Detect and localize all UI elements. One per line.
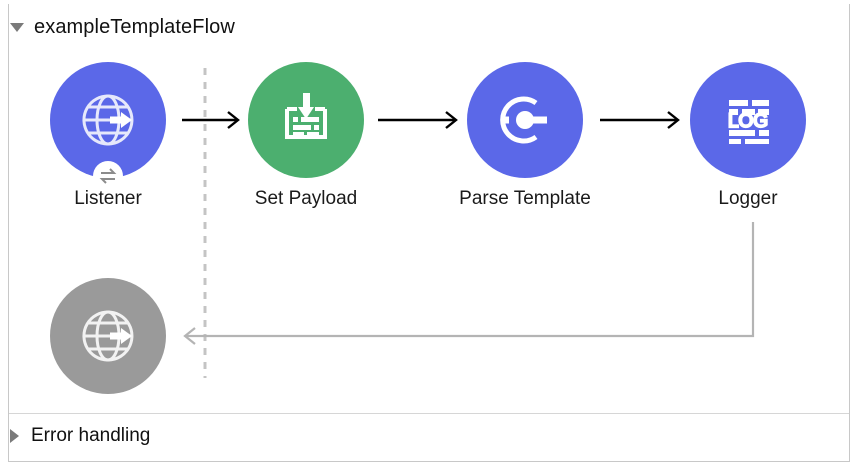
flow-node-logger[interactable]: LOG Logger xyxy=(690,62,806,210)
error-handling-label: Error handling xyxy=(31,425,151,446)
request-response-arrows-icon xyxy=(99,168,117,184)
logger-node-label: Logger xyxy=(718,188,778,209)
triangle-down-icon[interactable] xyxy=(10,22,24,32)
parse-template-node-label: Parse Template xyxy=(459,188,591,209)
footer-divider xyxy=(9,413,849,414)
parse-template-icon xyxy=(500,96,547,144)
logger-node-circle[interactable]: LOG xyxy=(690,62,806,178)
log-icon: LOG xyxy=(727,100,769,144)
error-handling-section[interactable]: Error handling xyxy=(10,420,150,452)
flow-title: exampleTemplateFlow xyxy=(34,15,235,38)
globe-arrow-icon xyxy=(82,94,134,146)
set-payload-node-label: Set Payload xyxy=(254,188,358,209)
log-icon-text: LOG xyxy=(728,111,768,132)
response-node-circle[interactable] xyxy=(50,278,166,394)
flow-node-response[interactable] xyxy=(50,278,166,404)
flow-node-listener[interactable]: Listener xyxy=(50,62,166,210)
listener-request-response-badge xyxy=(93,161,123,191)
set-payload-icon xyxy=(285,93,327,139)
triangle-right-icon[interactable] xyxy=(10,429,19,443)
flow-node-parse-template[interactable]: Parse Template xyxy=(459,62,591,210)
globe-arrow-icon xyxy=(82,310,134,362)
flow-header[interactable]: exampleTemplateFlow xyxy=(10,10,235,44)
set-payload-node-circle[interactable] xyxy=(248,62,364,178)
flow-node-set-payload[interactable]: Set Payload xyxy=(248,62,364,210)
listener-node-circle[interactable] xyxy=(50,62,166,191)
parse-template-node-circle[interactable] xyxy=(467,62,583,178)
listener-node-label: Listener xyxy=(74,188,142,209)
